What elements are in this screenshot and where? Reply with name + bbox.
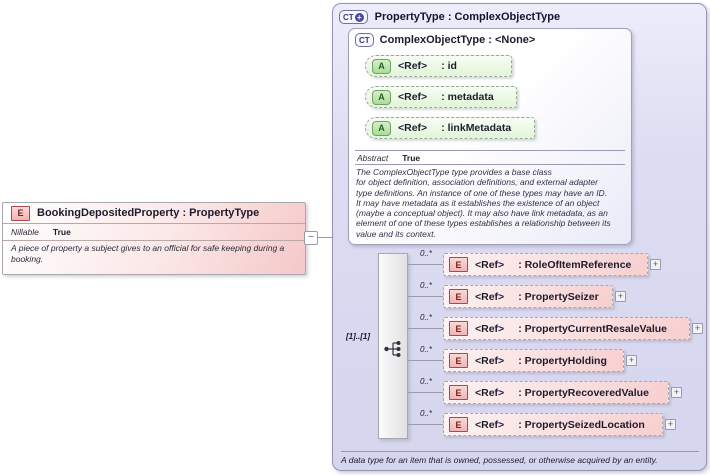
occurs-label: 0..* [420, 313, 433, 322]
element-ref-text: <Ref> [475, 258, 505, 271]
complex-type-icon: CT [355, 33, 374, 47]
sequence-icon [384, 341, 401, 357]
facet-label: Abstract [357, 152, 389, 163]
element-icon: E [449, 385, 468, 400]
element-box-bookingdepositedproperty[interactable]: E BookingDepositedProperty : PropertyTyp… [2, 202, 306, 275]
attribute-ref-metadata[interactable]: A <Ref> : metadata [365, 86, 517, 108]
element-ref-text: <Ref> [475, 290, 505, 303]
type-header: CT + PropertyType : ComplexObjectType [339, 10, 560, 24]
expand-toggle[interactable]: + [671, 387, 682, 398]
abstract-facet-row: Abstract True [355, 150, 625, 165]
attribute-ref-linkmetadata[interactable]: A <Ref> : linkMetadata [365, 117, 535, 139]
connector-line [408, 328, 443, 329]
element-icon: E [11, 205, 30, 221]
base-type-description: The ComplexObjectType type provides a ba… [356, 167, 611, 239]
element-name: : PropertySeizedLocation [518, 418, 645, 431]
type-title: PropertyType : ComplexObjectType [374, 11, 561, 23]
ct-icon-text: CT [359, 35, 370, 45]
attribute-ref-id[interactable]: A <Ref> : id [365, 55, 512, 77]
facet-label: Nillable [11, 227, 39, 237]
connector-line [408, 392, 443, 393]
occurs-label: 0..* [420, 249, 433, 258]
element-icon: E [449, 417, 468, 432]
expand-toggle[interactable]: + [650, 259, 661, 270]
type-annotation: A data type for an item that is owned, p… [341, 451, 699, 465]
expand-toggle[interactable]: + [692, 323, 703, 334]
connector-line [408, 264, 443, 265]
ct-icon-text: CT [343, 12, 354, 22]
attribute-icon: A [372, 58, 391, 74]
element-description: A piece of property a subject gives to a… [11, 243, 285, 264]
element-ref-propertyrecoveredvalue[interactable]: E <Ref> : PropertyRecoveredValue [443, 381, 669, 404]
element-icon: E [449, 353, 468, 368]
attribute-name: : id [441, 60, 457, 72]
occurs-label: 0..* [420, 345, 433, 354]
element-ref-propertyseizedlocation[interactable]: E <Ref> : PropertySeizedLocation [443, 413, 663, 436]
facet-value: True [52, 227, 71, 237]
attribute-icon: A [372, 120, 391, 136]
base-type-title: ComplexObjectType : <None> [379, 34, 536, 46]
connector-line [408, 360, 443, 361]
element-name: : PropertyCurrentResaleValue [518, 322, 667, 335]
facet-value: True [402, 152, 421, 163]
element-ref-propertyseizer[interactable]: E <Ref> : PropertySeizer [443, 285, 613, 308]
attribute-name: : linkMetadata [441, 122, 512, 134]
nillable-facet-row: Nillable True [3, 224, 305, 241]
element-name: : PropertyRecoveredValue [518, 386, 649, 399]
expand-toggle[interactable]: + [615, 291, 626, 302]
element-icon: E [449, 289, 468, 304]
element-ref-text: <Ref> [475, 322, 505, 335]
element-name: : RoleOfItemReference [518, 258, 632, 271]
element-ref-text: <Ref> [475, 354, 505, 367]
connector-line [318, 237, 342, 238]
element-title: BookingDepositedProperty : PropertyType [37, 207, 260, 219]
expand-toggle[interactable]: + [665, 419, 676, 430]
occurs-label: 0..* [420, 281, 433, 290]
attribute-icon: A [372, 89, 391, 105]
derivation-plus-icon: + [354, 12, 364, 22]
expand-toggle[interactable]: + [626, 355, 637, 366]
element-name: : PropertyHolding [518, 354, 607, 367]
attribute-ref-text: <Ref> [398, 91, 428, 103]
base-type-header: CT ComplexObjectType : <None> [349, 29, 631, 47]
cardinality-label: [1]..[1] [346, 332, 370, 341]
attribute-name: : metadata [441, 91, 494, 103]
occurs-label: 0..* [420, 409, 433, 418]
element-icon: E [449, 321, 468, 336]
collapse-toggle[interactable]: − [304, 231, 318, 245]
attribute-ref-text: <Ref> [398, 122, 428, 134]
element-icon: E [449, 257, 468, 272]
element-ref-roleofitemreference[interactable]: E <Ref> : RoleOfItemReference [443, 253, 648, 276]
element-ref-propertycurrentresalevalue[interactable]: E <Ref> : PropertyCurrentResaleValue [443, 317, 690, 340]
element-ref-propertyholding[interactable]: E <Ref> : PropertyHolding [443, 349, 624, 372]
connector-line [408, 424, 443, 425]
complex-type-global-icon: CT + [339, 10, 368, 24]
element-header: E BookingDepositedProperty : PropertyTyp… [3, 203, 305, 224]
connector-line [408, 296, 443, 297]
attribute-ref-text: <Ref> [398, 60, 428, 72]
sequence-compositor[interactable] [378, 253, 408, 439]
element-name: : PropertySeizer [518, 290, 599, 303]
occurs-label: 0..* [420, 377, 433, 386]
element-ref-text: <Ref> [475, 386, 505, 399]
element-ref-text: <Ref> [475, 418, 505, 431]
